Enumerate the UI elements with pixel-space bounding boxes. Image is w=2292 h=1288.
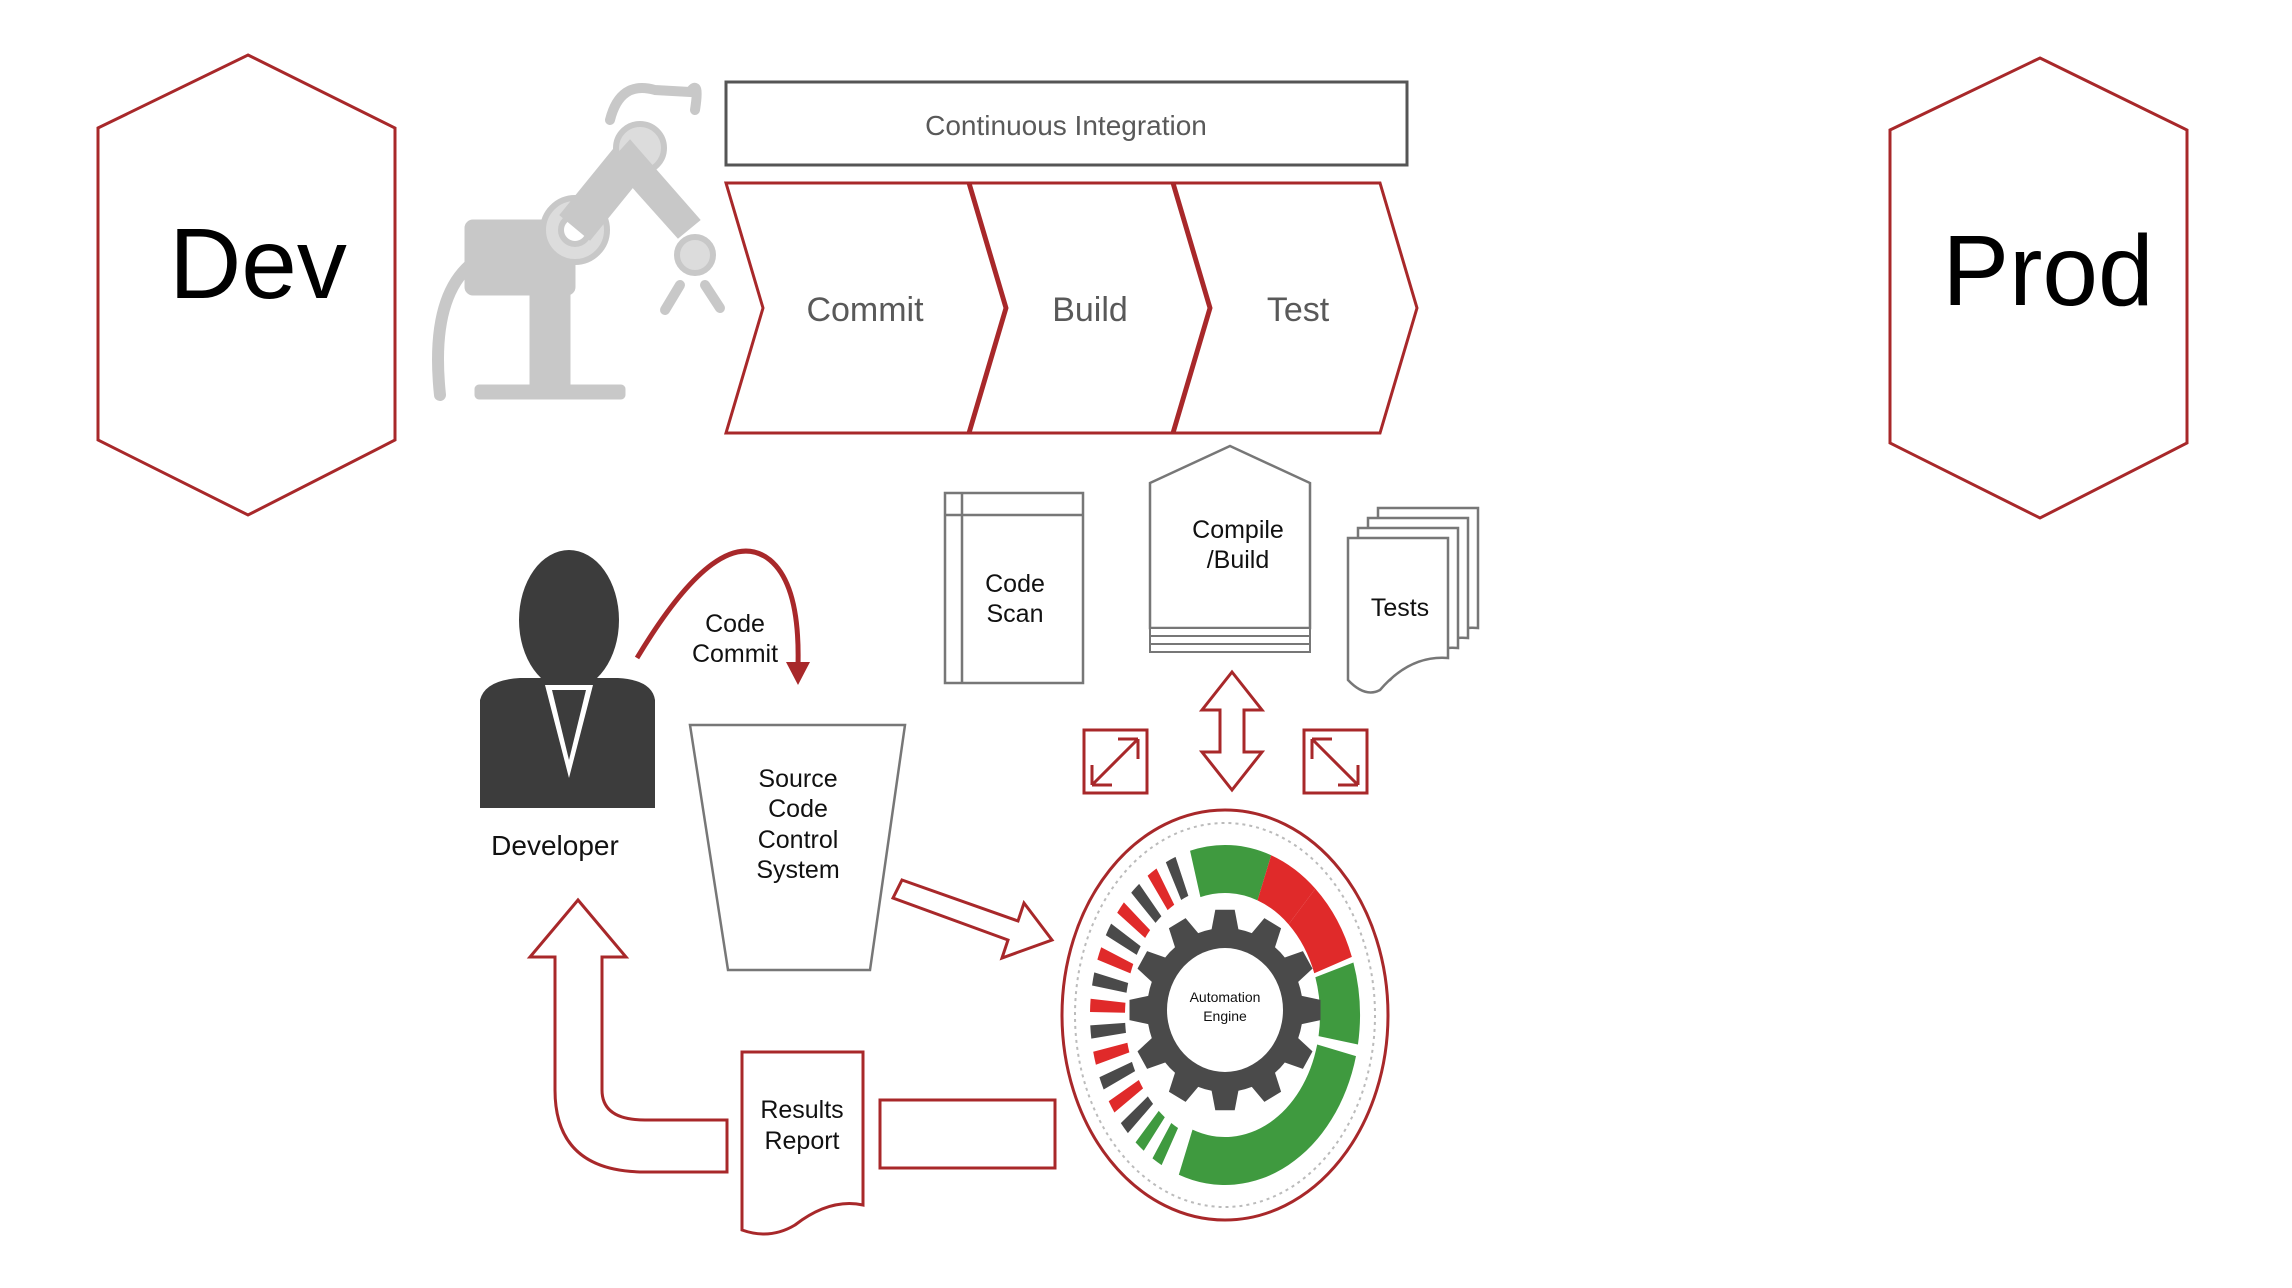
engine-tick-12 (1131, 883, 1162, 923)
compile-build-label-1: Compile (1192, 516, 1284, 544)
scm-bucket: Source Code Control System (688, 723, 907, 972)
compile-build-label-2: /Build (1207, 546, 1270, 574)
engine-block-1 (1257, 855, 1316, 925)
automation-engine: Automation Engine (1060, 808, 1390, 1222)
tests-doc-stack: Tests (1346, 506, 1480, 694)
ci-header: Continuous Integration (724, 80, 1409, 167)
chevron-build: Build (967, 181, 1211, 435)
engine-tick-0 (1152, 1122, 1179, 1166)
person-silhouette-icon (480, 550, 655, 808)
engine-tick-13 (1147, 868, 1175, 911)
compile-build-shape: Compile /Build (1148, 444, 1312, 653)
engine-tick-6 (1090, 1022, 1126, 1039)
chevron-commit: Commit (723, 181, 1007, 435)
robot-arm-icon (432, 82, 725, 401)
results-report-doc: Results Report (740, 1050, 865, 1236)
pipeline: Commit Build Test (723, 181, 1419, 435)
chevron-build-label: Build (1052, 291, 1128, 329)
engine-tick-11 (1117, 902, 1151, 938)
chevron-test: Test (1171, 181, 1419, 435)
chevron-test-label: Test (1267, 291, 1330, 329)
engine-tick-2 (1120, 1096, 1154, 1134)
engine-label-2: Engine (1203, 1008, 1247, 1024)
results-label-1: Results (760, 1096, 843, 1124)
prod-stage: Prod (1888, 56, 2189, 520)
engine-tick-1 (1135, 1110, 1165, 1151)
engine-block-3 (1315, 962, 1360, 1045)
engine-tick-3 (1108, 1079, 1144, 1113)
code-commit-label-2: Commit (692, 640, 778, 668)
chevron-commit-label: Commit (806, 291, 924, 329)
engine-tick-14 (1165, 856, 1189, 900)
arrow-scm-to-engine (890, 878, 1055, 961)
prod-label: Prod (1942, 215, 2153, 327)
resize-arrow-right (1302, 728, 1369, 795)
engine-tick-10 (1105, 923, 1141, 955)
resize-arrow-left (1082, 728, 1149, 795)
code-scan-label-2: Scan (987, 600, 1044, 628)
ci-title: Continuous Integration (925, 110, 1207, 141)
code-commit-label-1: Code (705, 610, 765, 638)
code-scan-doc: Code Scan (943, 491, 1085, 685)
engine-tick-5 (1093, 1042, 1130, 1065)
engine-tick-8 (1092, 972, 1129, 993)
engine-block-2 (1288, 888, 1352, 974)
code-commit-arrow: Code Commit (634, 548, 810, 685)
engine-block-4 (1178, 1044, 1356, 1185)
engine-block-0 (1190, 845, 1272, 901)
tests-label: Tests (1371, 594, 1429, 622)
arrow-results-to-developer (526, 897, 729, 1174)
engine-tick-9 (1097, 947, 1134, 974)
ci-title-box (724, 80, 1409, 167)
engine-label-1: Automation (1190, 989, 1261, 1005)
engine-connectors (1082, 669, 1369, 795)
prod-hexagon (1888, 56, 2189, 520)
scm-label-4: System (756, 856, 839, 884)
scm-label-3: Control (758, 826, 839, 854)
results-label-2: Report (764, 1127, 839, 1155)
scm-label-2: Code (768, 795, 828, 823)
engine-tick-7 (1090, 998, 1126, 1013)
dev-stage: Dev (96, 53, 397, 517)
code-scan-label-1: Code (985, 570, 1045, 598)
dev-label: Dev (169, 208, 347, 320)
developer: Developer (480, 550, 655, 861)
dev-hexagon (96, 53, 397, 517)
return-bar (878, 1098, 1057, 1170)
developer-label: Developer (491, 830, 619, 861)
engine-tick-4 (1099, 1061, 1136, 1090)
engine-segments (1090, 845, 1360, 1185)
scm-label-1: Source (758, 765, 837, 793)
double-arrow-vertical (1198, 669, 1266, 793)
